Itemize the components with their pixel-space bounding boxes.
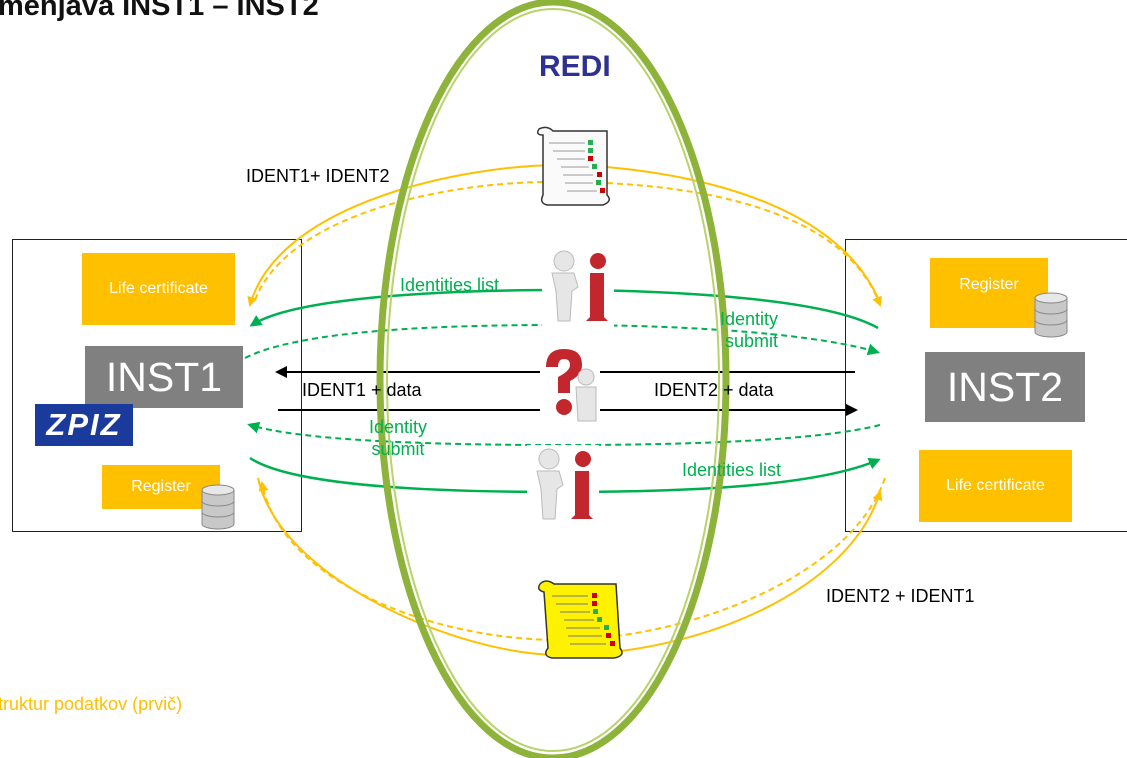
redi-ellipse [376, 0, 730, 758]
zpiz-logo-text: ZPIZ [46, 407, 122, 442]
info-person-icon-bottom [527, 445, 599, 525]
identity-submit-label-top: Identity submit [719, 309, 778, 351]
inst2-life-certificate: Life certificate [919, 450, 1072, 522]
certificate-scroll-yellow-icon [536, 578, 628, 660]
identities-list-label-bottom: Identities list [682, 460, 782, 480]
inst2-label: INST2 [925, 352, 1085, 422]
database-icon-left [200, 484, 236, 530]
ident1-data-label: IDENT1 + data [302, 380, 422, 400]
ident2-data-label: IDENT2 + data [654, 380, 774, 400]
inst1-label: INST1 [85, 346, 243, 408]
certificate-scroll-icon [533, 125, 615, 207]
inst1-register: Register [102, 465, 220, 509]
inst1-life-certificate: Life certificate [82, 253, 235, 325]
identity-submit-label-bottom: Identity submit [368, 417, 428, 459]
footer-text: truktur podatkov (prvič) [0, 694, 183, 714]
bottom-yellow-label: IDENT2 + IDENT1 [826, 586, 975, 606]
identities-list-label-top: Identities list [400, 275, 500, 295]
identity-submit-arrow-bottom [247, 421, 881, 447]
top-yellow-label: IDENT1+ IDENT2 [246, 166, 390, 186]
identity-submit-arrow-top [244, 323, 880, 359]
info-person-icon [542, 247, 614, 327]
inst2-register: Register [930, 258, 1048, 328]
database-icon-right [1033, 292, 1069, 338]
page-title: menjava INST1 – INST2 [0, 0, 319, 22]
zpiz-logo: ZPIZ [35, 404, 133, 446]
redi-label: REDI [539, 50, 611, 83]
question-person-icon [540, 347, 600, 425]
